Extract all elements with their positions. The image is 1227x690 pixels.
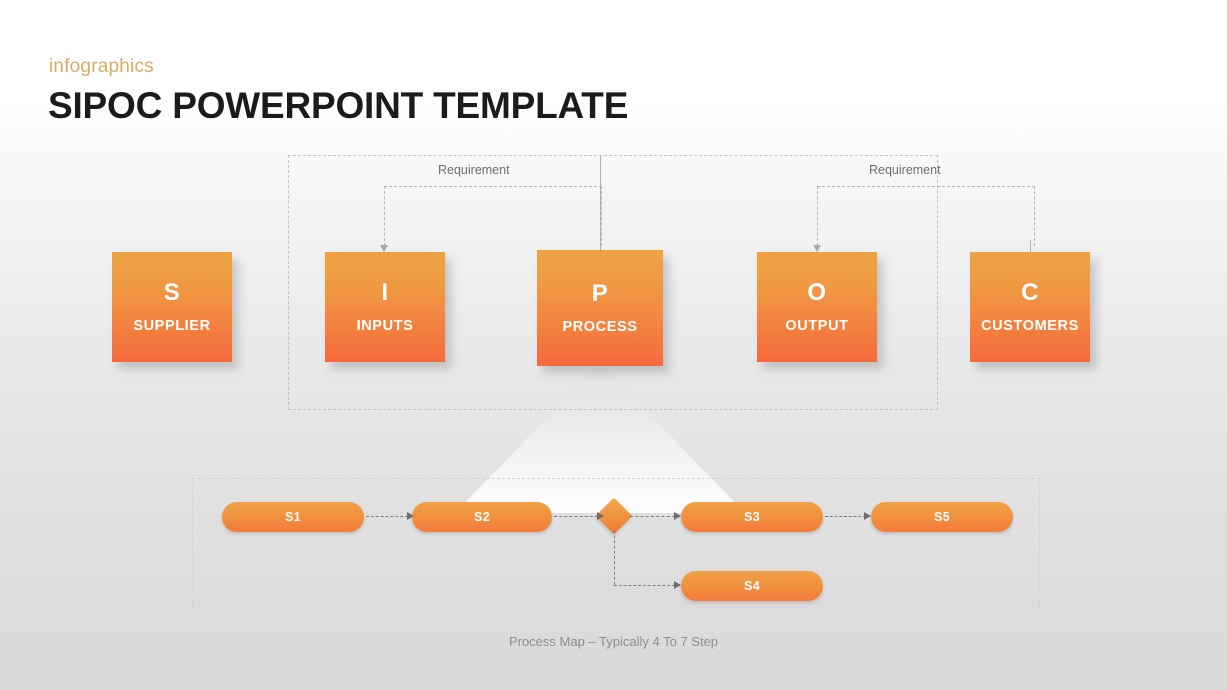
sipoc-word-process: PROCESS bbox=[562, 318, 638, 335]
kicker-label: infographics bbox=[49, 56, 154, 77]
connector-s2-to-decision bbox=[554, 516, 598, 517]
sipoc-word-customers: CUSTOMERS bbox=[981, 317, 1079, 334]
connector-s1-to-s2 bbox=[366, 516, 408, 517]
connector-decision-branch-vertical bbox=[614, 530, 615, 585]
requirement-arrow-to-output-icon bbox=[813, 245, 821, 252]
sipoc-box-supplier[interactable]: S SUPPLIER bbox=[112, 252, 232, 362]
connector-arrow-decision-s3-icon bbox=[674, 512, 681, 520]
requirement-drop-leg-right bbox=[817, 186, 818, 246]
process-step-s2[interactable]: S2 bbox=[412, 502, 552, 532]
requirement-bracket-right bbox=[817, 186, 1035, 246]
sipoc-box-process[interactable]: P PROCESS bbox=[537, 250, 663, 366]
sipoc-boundary-frame bbox=[288, 155, 938, 410]
requirement-arrow-to-inputs-icon bbox=[380, 245, 388, 252]
requirement-label-right: Requirement bbox=[869, 163, 941, 177]
page-title: SIPOC POWERPOINT TEMPLATE bbox=[48, 85, 629, 126]
sipoc-letter-output: O bbox=[807, 278, 827, 306]
sipoc-box-customers[interactable]: C CUSTOMERS bbox=[970, 252, 1090, 362]
sipoc-letter-process: P bbox=[591, 279, 609, 307]
process-connector-stem bbox=[600, 155, 601, 251]
connector-decision-to-s3 bbox=[630, 516, 675, 517]
connector-s3-to-s5 bbox=[825, 516, 866, 517]
requirement-label-left: Requirement bbox=[438, 163, 510, 177]
process-step-s1[interactable]: S1 bbox=[222, 502, 364, 532]
sipoc-box-output[interactable]: O OUTPUT bbox=[757, 252, 877, 362]
connector-arrow-s2-decision-icon bbox=[597, 512, 604, 520]
requirement-drop-leg-left bbox=[384, 186, 385, 246]
sipoc-word-supplier: SUPPLIER bbox=[133, 317, 211, 334]
connector-arrow-s1-s2-icon bbox=[407, 512, 414, 520]
sipoc-letter-customers: C bbox=[1021, 278, 1039, 306]
sipoc-letter-inputs: I bbox=[381, 278, 389, 306]
sipoc-word-output: OUTPUT bbox=[785, 317, 849, 334]
connector-arrow-decision-s4-icon bbox=[674, 581, 681, 589]
process-step-s3[interactable]: S3 bbox=[681, 502, 823, 532]
process-step-s5[interactable]: S5 bbox=[871, 502, 1013, 532]
sipoc-letter-supplier: S bbox=[163, 278, 181, 306]
connector-decision-to-s4 bbox=[614, 585, 675, 586]
process-step-s4[interactable]: S4 bbox=[681, 571, 823, 601]
process-map-caption: Process Map – Typically 4 To 7 Step bbox=[508, 634, 719, 649]
customers-connector-stem bbox=[1030, 240, 1031, 252]
sipoc-box-inputs[interactable]: I INPUTS bbox=[325, 252, 445, 362]
sipoc-word-inputs: INPUTS bbox=[356, 317, 414, 334]
connector-arrow-s3-s5-icon bbox=[864, 512, 871, 520]
process-map-frame bbox=[192, 478, 1040, 618]
requirement-bracket-left bbox=[384, 186, 602, 246]
